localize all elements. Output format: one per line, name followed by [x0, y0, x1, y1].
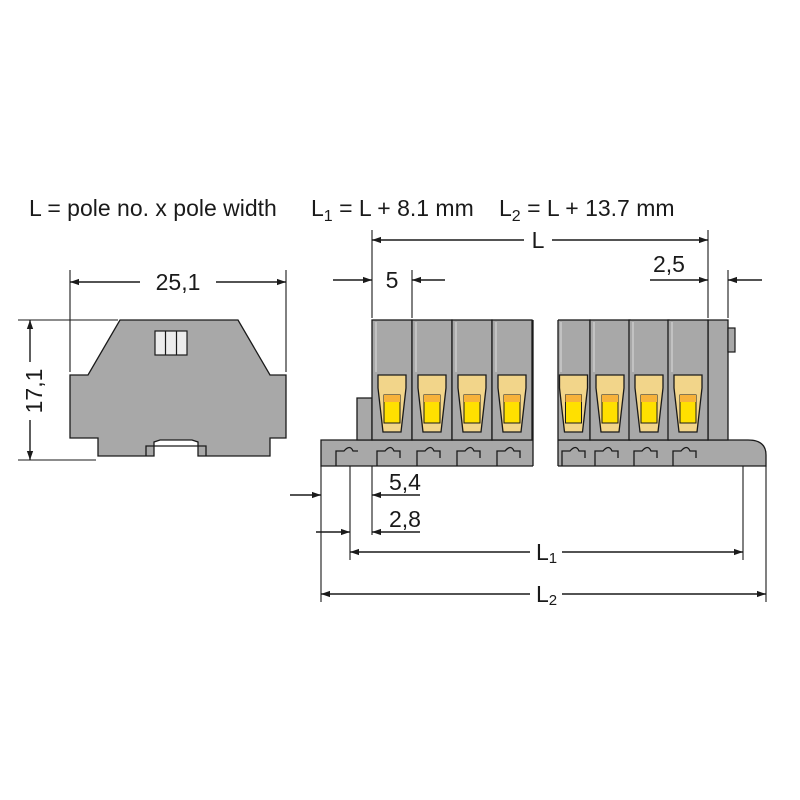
formula-l1: L1 = L + 8.1 mm [311, 195, 474, 225]
clamp-top [424, 395, 440, 402]
dim-width-side: 25,1 [156, 269, 201, 295]
rail-latch [456, 446, 481, 466]
clamp-top [602, 395, 618, 402]
clamp-top [565, 395, 582, 402]
pole-module [667, 319, 709, 466]
dim-l2: L2 [536, 581, 557, 609]
rail-latch [376, 446, 401, 466]
pole-module [589, 319, 631, 466]
right-end-plate [707, 319, 729, 441]
pole-module [491, 319, 533, 466]
dim-end-offset: 2,5 [653, 251, 685, 277]
dim-pole-pitch: 5 [386, 267, 399, 293]
left-end-plate [356, 397, 373, 441]
rail-latch [672, 446, 697, 466]
clamp-top [384, 395, 400, 402]
pole-module [371, 319, 413, 466]
formula-l2: L2 = L + 13.7 mm [499, 195, 675, 225]
right-end-tab [727, 327, 736, 353]
rail-latch [561, 446, 586, 466]
side-view-body [69, 319, 287, 457]
front-view: L 5 2,5 5,4 2,8 L1 L2 [290, 227, 767, 609]
side-view-marker-icon [154, 330, 188, 356]
clamp-top [641, 395, 657, 402]
pole-modules [335, 319, 709, 466]
dim-height-side: 17,1 [21, 369, 47, 414]
clamp-top [504, 395, 520, 402]
clamp-top [680, 395, 696, 402]
pole-module [628, 319, 670, 466]
break-gap [533, 310, 558, 470]
rail-latch [594, 446, 619, 466]
rail-latch [496, 446, 521, 466]
side-view: 25,1 17,1 [18, 269, 287, 461]
pole-module [451, 319, 493, 466]
dim-overall-l: L [532, 227, 545, 253]
dim-5-4: 5,4 [389, 469, 421, 495]
dim-l1: L1 [536, 539, 557, 567]
pole-module [411, 319, 453, 466]
rail-latch [633, 446, 658, 466]
clamp-top [464, 395, 480, 402]
formula-l: L = pole no. x pole width [29, 195, 277, 221]
rail-latch-left [335, 446, 358, 466]
rail-latch [416, 446, 441, 466]
dim-2-8: 2,8 [389, 506, 421, 532]
side-view-foot-slot [145, 445, 207, 456]
